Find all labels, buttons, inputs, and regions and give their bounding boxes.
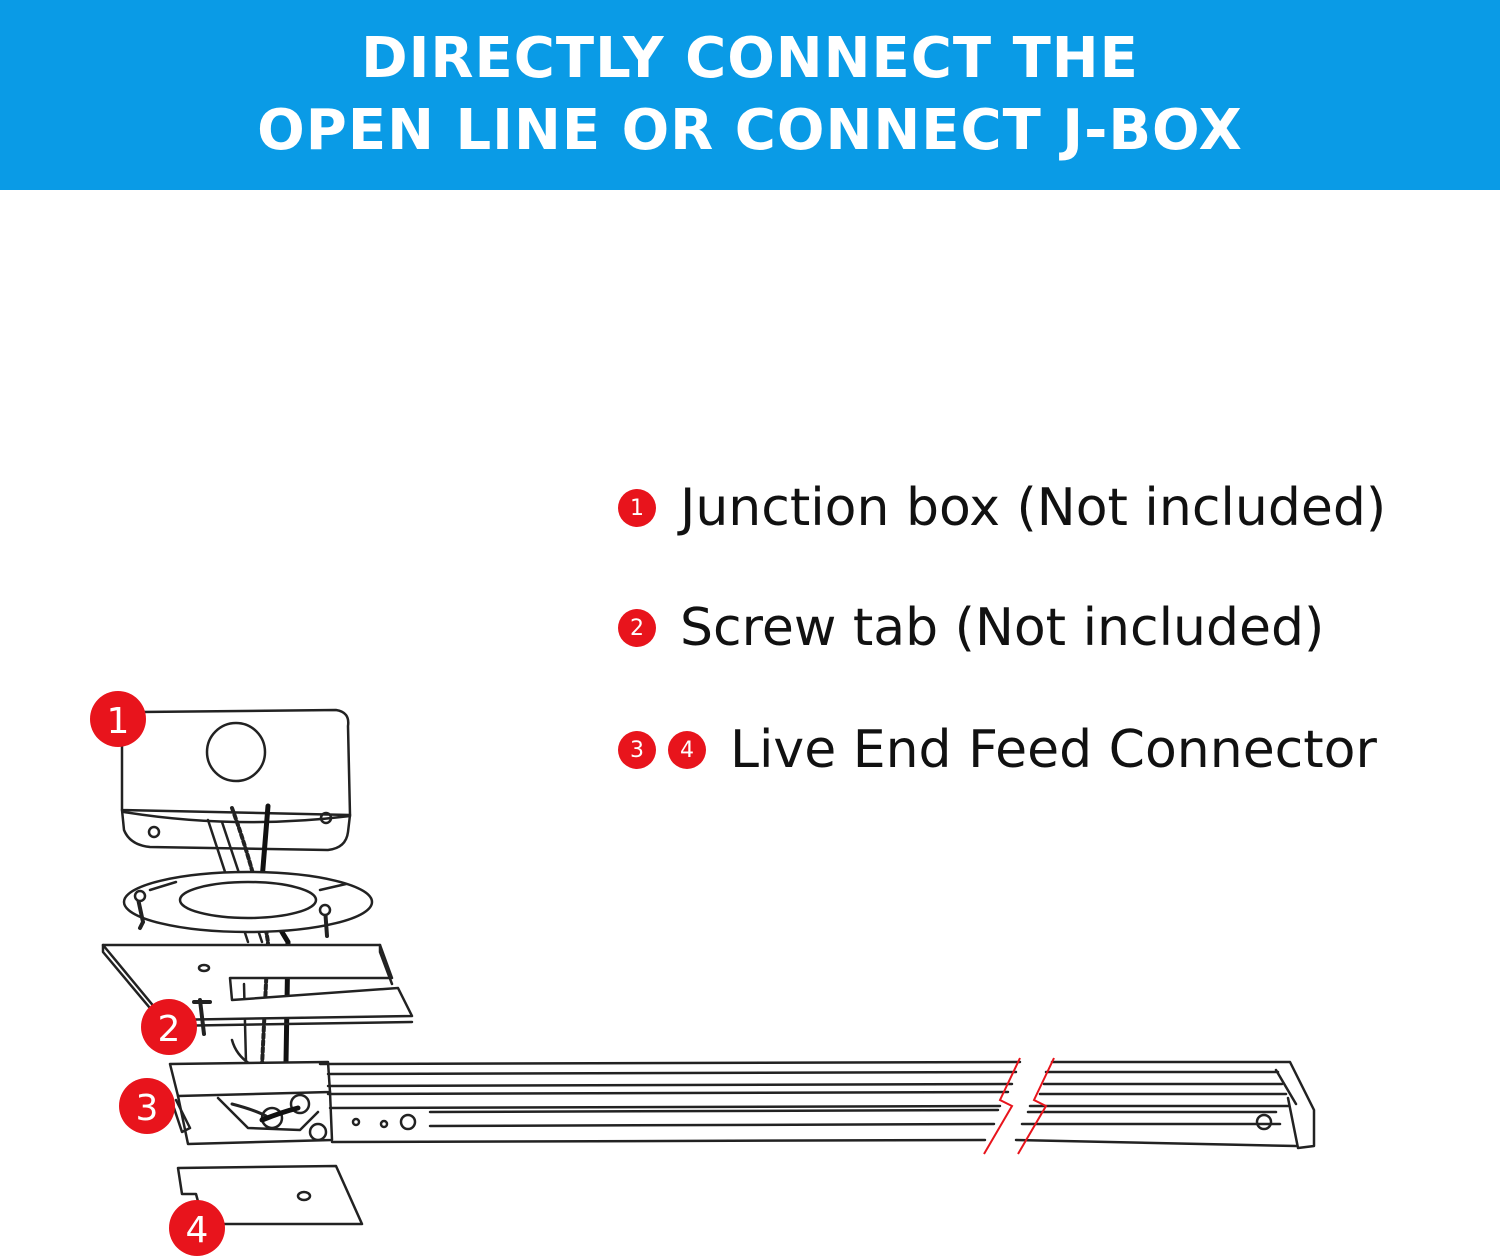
rail-break-marks: [983, 1057, 1055, 1155]
callout-4-label: 4: [186, 1210, 209, 1251]
callout-badge-4: 4: [169, 1200, 225, 1256]
legend-badge-4: 4: [668, 731, 706, 769]
legend-label-screw-tab: Screw tab (Not included): [680, 598, 1325, 658]
legend-label-feed-connector: Live End Feed Connector: [730, 720, 1377, 780]
crossbar-plate-illustration: [122, 870, 374, 938]
legend-item-junction-box: 1 Junction box (Not included): [618, 478, 1386, 538]
legend-badge-3: 3: [618, 731, 656, 769]
callout-badge-3: 3: [119, 1078, 175, 1134]
legend-badge-2: 2: [618, 609, 656, 647]
screw-tab-illustration: [101, 943, 414, 1036]
callout-badge-1: 1: [90, 691, 146, 747]
callout-badge-2: 2: [141, 999, 197, 1055]
wires-illustration: [206, 803, 291, 1068]
legend-item-screw-tab: 2 Screw tab (Not included): [618, 598, 1324, 658]
title-line-1: DIRECTLY CONNECT THE: [361, 26, 1139, 91]
callout-2-label: 2: [158, 1009, 181, 1050]
feed-connector-illustration: [168, 1060, 334, 1146]
track-rail-right-illustration: [1014, 1060, 1316, 1150]
title-line-2: OPEN LINE OR CONNECT J-BOX: [257, 98, 1243, 163]
junction-box-illustration: [120, 708, 352, 852]
track-rail-left-illustration: [318, 1060, 1022, 1144]
legend-label-junction-box: Junction box (Not included): [680, 478, 1387, 538]
title-banner: DIRECTLY CONNECT THE OPEN LINE OR CONNEC…: [0, 0, 1500, 190]
callout-1-label: 1: [107, 701, 130, 742]
callout-3-label: 3: [136, 1088, 159, 1129]
legend-badge-1: 1: [618, 489, 656, 527]
legend-item-feed-connector: 3 4 Live End Feed Connector: [618, 720, 1377, 780]
